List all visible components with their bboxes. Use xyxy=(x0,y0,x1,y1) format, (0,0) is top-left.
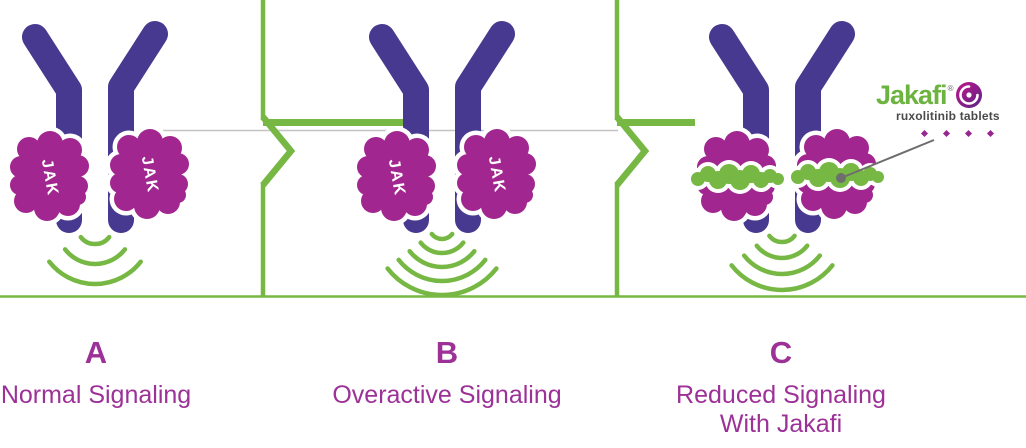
signal-wave-arc xyxy=(62,247,128,267)
jakafi-logo: Jakafi® ruxolitinib tablets xyxy=(876,80,1026,138)
brand-circle-icon xyxy=(956,82,983,108)
jak-blob-lobe xyxy=(170,187,186,203)
callout-line xyxy=(840,139,935,179)
drug-molecule xyxy=(772,173,784,185)
caption-line: Overactive Signaling xyxy=(332,381,562,409)
signal-wave-arc xyxy=(429,231,455,242)
jak-blob-lobe xyxy=(43,155,79,191)
panel-a xyxy=(5,21,194,287)
brand-circle-svg xyxy=(956,82,983,108)
panel-separator xyxy=(614,0,695,296)
diamond-dot xyxy=(920,129,929,138)
logo-diamond-row xyxy=(920,129,1026,138)
jak-blob-lobe xyxy=(390,155,426,191)
signal-wave-arc xyxy=(418,240,466,256)
panel-label-c: C xyxy=(769,335,793,370)
registered-trademark: ® xyxy=(947,84,954,93)
panel-caption-b: Overactive Signaling xyxy=(332,381,561,410)
jak-blob-lobe xyxy=(70,189,86,205)
panel-separator xyxy=(260,0,409,296)
signal-wave-arc xyxy=(396,257,488,284)
signal-wave-arc xyxy=(385,266,499,298)
brand-swirl-dot xyxy=(966,92,973,98)
brand-swirl xyxy=(959,85,980,105)
jakafi-brand-text: Jakafi xyxy=(876,80,948,110)
jak-blob-lobe xyxy=(417,189,433,205)
signal-wave-arc xyxy=(741,253,823,277)
signal-wave-arc xyxy=(767,233,797,245)
signal-wave-arc xyxy=(47,259,143,287)
ruxolitinib-tablets-text: ruxolitinib tablets xyxy=(896,109,1000,123)
caption-line: Normal Signaling xyxy=(0,381,192,409)
panel-c xyxy=(687,21,935,293)
jak-blob-lobe xyxy=(143,153,179,189)
panel-caption-c: Reduced Signaling With Jakafi xyxy=(676,381,886,439)
jak-blob-lobe xyxy=(757,189,773,205)
signal-wave-arc xyxy=(754,243,810,261)
separator-chevron xyxy=(260,114,296,188)
panel-caption-a: Normal Signaling xyxy=(1,381,191,410)
jakafi-logo-row: Jakafi® xyxy=(876,80,1026,110)
caption-line: With Jakafi xyxy=(719,410,843,438)
caption-line: Reduced Signaling xyxy=(676,381,886,409)
signal-wave-arc xyxy=(407,248,477,270)
panel-label-a: A xyxy=(84,335,108,370)
separator-chevron xyxy=(614,114,650,188)
diamond-dot xyxy=(964,129,973,138)
diamond-dot xyxy=(986,129,995,138)
jak-blob-lobe xyxy=(517,187,533,203)
drug-molecule xyxy=(872,171,884,183)
jak-blob-lobe xyxy=(857,187,873,203)
jak-blob-lobe xyxy=(490,153,526,189)
panel-label-b: B xyxy=(435,335,459,370)
diamond-dot xyxy=(942,129,951,138)
signal-wave-arc xyxy=(729,263,835,293)
signal-wave-arc xyxy=(78,234,112,247)
panel-b xyxy=(352,21,541,298)
callout-dot xyxy=(836,173,846,183)
